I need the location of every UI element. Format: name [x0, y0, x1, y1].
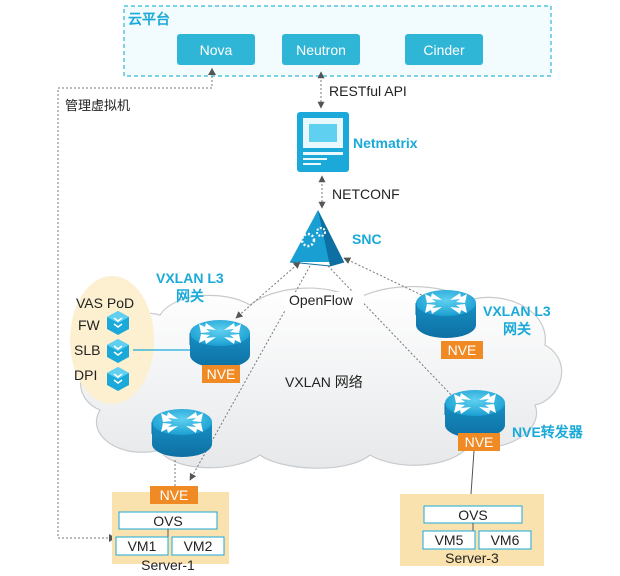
- left-gateway-line1: VXLAN L3: [156, 270, 224, 286]
- vas-slb-label: SLB: [74, 342, 100, 358]
- left-gateway-nve-label: NVE: [207, 366, 236, 382]
- vas-pod-title: VAS PoD: [76, 295, 134, 311]
- server1-vm2-label: VM2: [184, 538, 213, 554]
- right-gateway-nve-label: NVE: [448, 342, 477, 358]
- switch-icon: [415, 289, 477, 339]
- netmatrix-label: Netmatrix: [353, 135, 418, 151]
- snc-label: SNC: [352, 231, 382, 247]
- server3-name: Server-3: [445, 550, 499, 566]
- server3-vm5-label: VM5: [435, 532, 464, 548]
- snc-controller[interactable]: SNC: [289, 210, 382, 267]
- left-gateway-line2: 网关: [176, 288, 204, 304]
- server1-nve-switch[interactable]: [151, 408, 213, 486]
- server1-nve-label: NVE: [160, 487, 189, 503]
- nve-forwarder[interactable]: NVE NVE转发器: [444, 389, 584, 495]
- right-gateway-line1: VXLAN L3: [483, 303, 551, 319]
- vxlan-network-label: VXLAN 网络: [285, 374, 363, 390]
- server3-ovs-label: OVS: [458, 507, 488, 523]
- switch-icon: [189, 319, 251, 369]
- service-neutron[interactable]: Neutron: [282, 34, 360, 65]
- server-1[interactable]: NVE OVS VM1 VM2 Server-1: [112, 486, 229, 573]
- vas-dpi[interactable]: DPI: [74, 366, 130, 392]
- server1-ovs-label: OVS: [153, 513, 183, 529]
- server1-name: Server-1: [141, 557, 195, 573]
- service-nova[interactable]: Nova: [177, 34, 255, 65]
- service-cinder-label: Cinder: [423, 42, 465, 58]
- service-nova-label: Nova: [200, 42, 233, 58]
- snc-icon: [289, 210, 345, 267]
- right-l3-gateway[interactable]: NVE VXLAN L3 网关: [415, 289, 551, 359]
- restful-api-label: RESTful API: [329, 83, 407, 99]
- vas-fw-label: FW: [78, 317, 101, 333]
- vas-dpi-label: DPI: [74, 367, 97, 383]
- vas-pod: VAS PoD FW SLB DPI: [70, 276, 192, 404]
- forwarder-nve-badge: [458, 433, 500, 451]
- netconf-link: NETCONF: [318, 175, 400, 209]
- switch-icon: [444, 389, 506, 439]
- netconf-label: NETCONF: [332, 186, 400, 202]
- left-gateway-nve-badge: [202, 365, 240, 383]
- server3-vm6-label: VM6: [491, 532, 520, 548]
- openflow-label: OpenFlow: [289, 292, 354, 308]
- right-gateway-line2: 网关: [503, 321, 531, 337]
- restful-api-link: RESTful API: [317, 71, 407, 109]
- nve-forwarder-label: NVE转发器: [512, 424, 584, 440]
- cloud-platform-title: 云平台: [128, 11, 170, 27]
- service-cinder[interactable]: Cinder: [405, 34, 483, 65]
- server1-vm1-label: VM1: [128, 538, 157, 554]
- service-neutron-label: Neutron: [296, 42, 346, 58]
- server1-nve-badge: [150, 486, 198, 504]
- switch-icon: [151, 408, 213, 458]
- netmatrix-controller[interactable]: Netmatrix: [297, 112, 418, 172]
- cloud-platform-panel: 云平台 Nova Neutron Cinder: [123, 5, 552, 77]
- vas-fw[interactable]: FW: [78, 310, 130, 336]
- forwarder-nve-label: NVE: [465, 434, 494, 450]
- computer-icon: [297, 112, 349, 172]
- left-l3-gateway[interactable]: VXLAN L3 网关 NVE: [156, 270, 251, 383]
- server-3[interactable]: OVS VM5 VM6 Server-3: [400, 494, 544, 566]
- right-gateway-nve-badge: [441, 341, 483, 359]
- manage-vm-label: 管理虚拟机: [65, 98, 130, 113]
- vas-slb[interactable]: SLB: [74, 338, 130, 364]
